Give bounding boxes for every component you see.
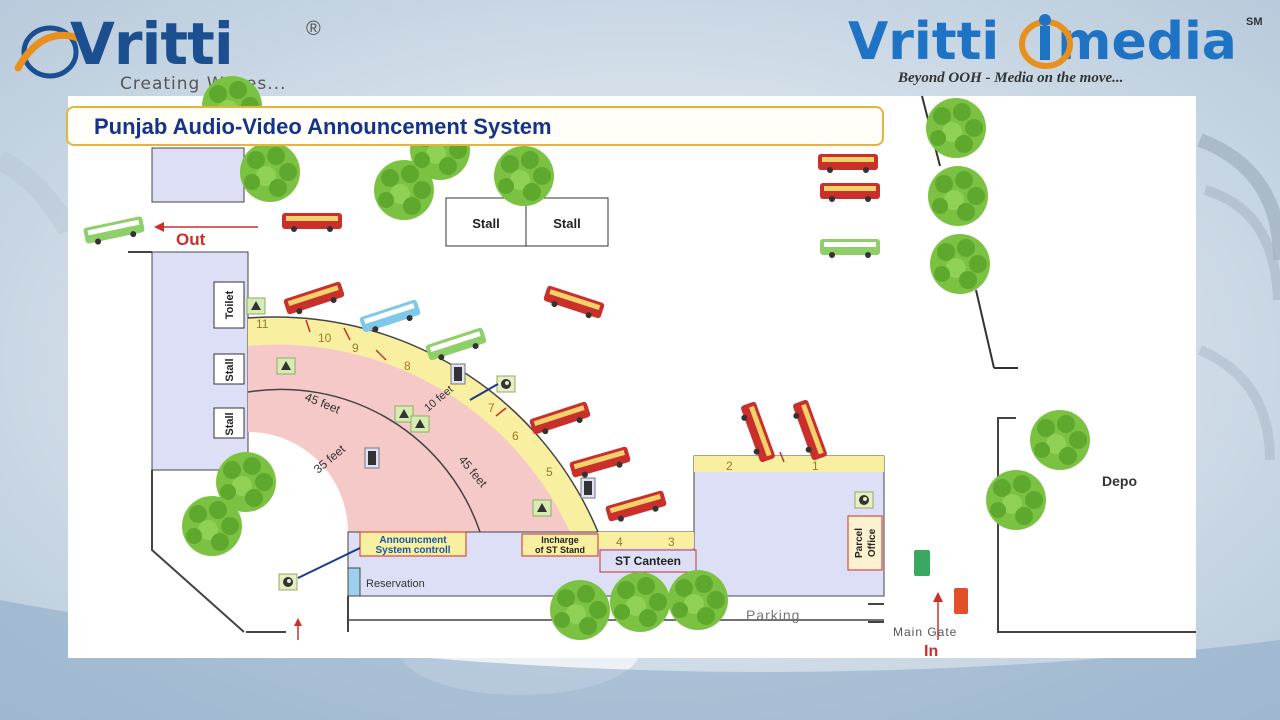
speaker-icon	[410, 415, 430, 433]
parcel-label-2: Office	[867, 528, 878, 557]
vritti-logo: Vritti ® Creating Waves...	[10, 8, 350, 98]
imedia-wordmark-b: media	[1057, 12, 1237, 72]
stall-top-2-label: Stall	[553, 216, 580, 231]
speaker-icon	[532, 499, 552, 517]
main-gate-label: Main Gate	[893, 625, 957, 639]
incharge-box	[521, 533, 599, 557]
tree-icon	[926, 98, 986, 158]
announcement-control-box	[359, 531, 467, 557]
parking-label: Parking	[746, 607, 800, 623]
platform-number-9: 9	[352, 341, 359, 355]
tree-icon	[928, 166, 988, 226]
registered-mark: ®	[306, 18, 321, 40]
platform-number-4: 4	[616, 535, 623, 549]
bus-icon	[82, 215, 146, 247]
incharge-label-2: of ST Stand	[535, 545, 585, 555]
platform-number-1: 1	[812, 459, 819, 473]
depo-boundary	[997, 417, 1196, 633]
stall-top-1	[445, 197, 527, 247]
bus-icon	[820, 239, 880, 258]
platform-number-10: 10	[318, 331, 332, 345]
out-label: Out	[176, 230, 206, 249]
platform-arc-yellow	[248, 316, 598, 532]
microphone-icon	[854, 491, 874, 509]
page-title: Punjab Audio-Video Announcement System	[94, 114, 552, 139]
gate-post-green	[914, 550, 930, 576]
bus-icon	[282, 281, 346, 318]
incharge-label-1: Incharge	[541, 535, 579, 545]
stall-left-2	[213, 407, 245, 439]
announcement-label-1: Announcment	[379, 535, 447, 546]
display-screen-icon	[580, 477, 596, 499]
platform-number-6: 6	[512, 429, 519, 443]
announcement-label-2: System controll	[375, 545, 450, 556]
speaker-icon	[246, 297, 266, 315]
tree-icon	[182, 496, 242, 556]
bus-icon	[789, 399, 828, 462]
tree-icon	[986, 470, 1046, 530]
tree-icon	[1030, 410, 1090, 470]
speaker-icon	[394, 405, 414, 423]
bus-icon	[604, 490, 668, 525]
tree-icon	[610, 572, 670, 632]
display-screen-icon	[364, 447, 380, 469]
i-logo-icon	[1019, 14, 1073, 69]
platform-number-5: 5	[546, 465, 553, 479]
bus-icon	[568, 446, 632, 481]
platform-number-11: 11	[256, 317, 269, 331]
platform-number-8: 8	[404, 359, 411, 373]
platform-number-7: 7	[488, 401, 495, 415]
tree-icon	[240, 142, 300, 202]
tree-icon	[494, 146, 554, 206]
top-left-building	[151, 147, 245, 203]
imedia-wordmark: Vritti media	[848, 12, 1237, 72]
tree-icon	[668, 570, 728, 630]
stall-left-1	[213, 353, 245, 385]
bus-icon	[737, 401, 776, 464]
tree-icon	[930, 234, 990, 294]
microphone-icon	[496, 375, 516, 393]
platform-strip-right	[694, 456, 884, 472]
bus-icon	[820, 183, 880, 202]
st-canteen-label: ST Canteen	[615, 554, 681, 568]
bus-icon	[818, 154, 878, 173]
imedia-tagline: Beyond OOH - Media on the move...	[898, 70, 1124, 86]
platform-strip-lower	[598, 532, 694, 548]
title-box: Punjab Audio-Video Announcement System	[66, 106, 884, 146]
platform-numbers: 11 10 9 8 7 6 5 4 3 2 1	[256, 317, 819, 549]
wave-logo-icon	[14, 25, 82, 79]
bus-icon	[542, 285, 606, 322]
bus-icon	[358, 299, 422, 336]
toilet-box	[213, 281, 245, 329]
platform-number-3: 3	[668, 535, 675, 549]
imedia-wordmark-a: Vritti	[848, 12, 1000, 72]
parcel-office-box	[847, 515, 883, 571]
vritti-wordmark: Vritti	[70, 10, 234, 78]
bus-icon	[528, 401, 592, 438]
depo-label: Depo	[1102, 473, 1137, 489]
platform-number-2: 2	[726, 459, 733, 473]
stall-left-2-label: Stall	[224, 412, 236, 435]
parcel-label-1: Parcel	[854, 528, 865, 558]
speaker-icon	[276, 357, 296, 375]
reservation-label: Reservation	[366, 578, 425, 590]
tree-icon	[550, 580, 610, 640]
vritti-imedia-logo: Vritti media SM Beyond OOH - Media on the…	[848, 6, 1268, 96]
left-road-edge	[151, 470, 245, 633]
stall-left-1-label: Stall	[224, 358, 236, 381]
stall-top-2	[525, 197, 609, 247]
gate-post-red	[954, 588, 968, 614]
service-mark: SM	[1246, 16, 1263, 28]
toilet-label: Toilet	[224, 290, 236, 319]
in-label: In	[924, 643, 938, 660]
st-canteen-box	[599, 549, 697, 573]
bus-icon	[282, 213, 342, 232]
microphone-icon	[278, 573, 298, 591]
stall-top-1-label: Stall	[472, 216, 499, 231]
bus-icon	[424, 327, 488, 364]
display-screen-icon	[450, 363, 466, 385]
